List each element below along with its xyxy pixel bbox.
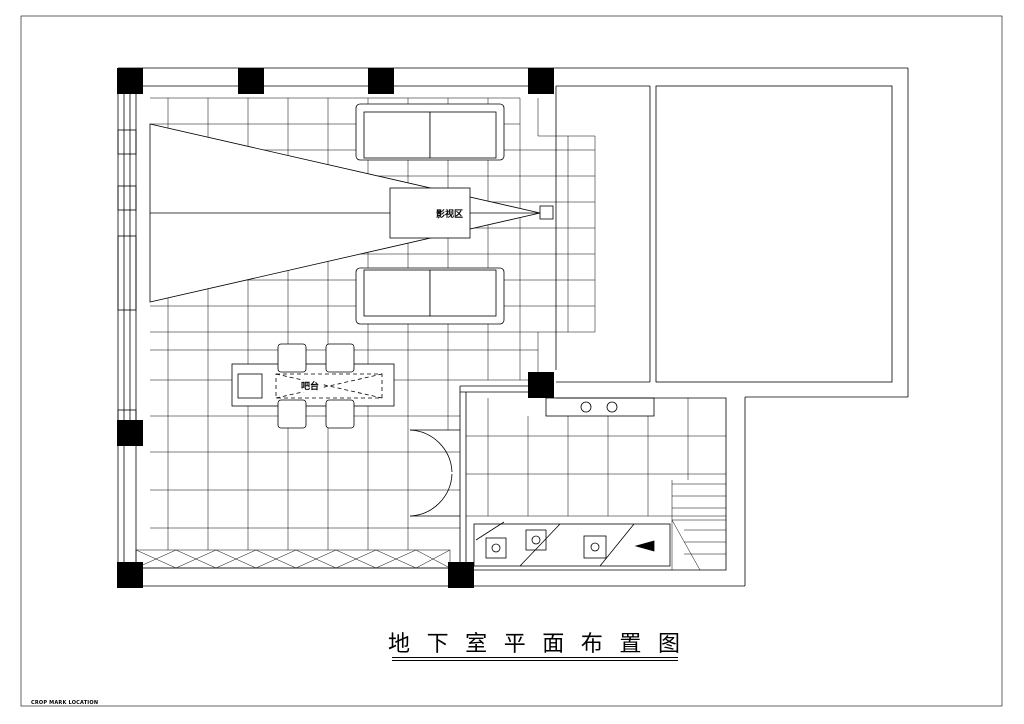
bar-stools bbox=[277, 343, 355, 429]
bar-counter bbox=[231, 363, 395, 407]
projector-icon bbox=[539, 205, 554, 220]
drawing-title-text: 地下室平面布置图 bbox=[388, 626, 680, 658]
sofa-bottom bbox=[355, 267, 505, 325]
title-character: 布 bbox=[580, 632, 603, 657]
crop-mark-label: CROP MARK LOCATION bbox=[31, 700, 99, 706]
double-door bbox=[409, 429, 460, 517]
title-character: 面 bbox=[542, 632, 565, 657]
title-character: 平 bbox=[503, 632, 526, 657]
title-underline-second bbox=[392, 660, 678, 661]
title-character: 地 bbox=[388, 632, 411, 657]
media-table bbox=[389, 187, 471, 239]
title-character: 图 bbox=[657, 632, 680, 657]
title-character: 下 bbox=[426, 632, 449, 657]
service-floor-tiles bbox=[466, 398, 726, 517]
south-planter bbox=[135, 549, 451, 569]
arrow-icon bbox=[634, 540, 655, 552]
staircase bbox=[671, 480, 726, 571]
title-character: 室 bbox=[465, 632, 488, 657]
sofa-top bbox=[355, 103, 505, 161]
sheet-border bbox=[20, 15, 1003, 707]
title-character: 置 bbox=[619, 632, 642, 657]
room-label-bar: 吧台 bbox=[301, 380, 319, 392]
title-underline bbox=[392, 657, 678, 658]
service-room bbox=[459, 385, 727, 571]
right-room bbox=[655, 85, 893, 383]
drawing-title: 地下室平面布置图 bbox=[388, 624, 680, 660]
structural-columns bbox=[117, 68, 554, 588]
utility-counter bbox=[473, 521, 671, 567]
west-windows bbox=[117, 129, 137, 423]
room-label-theater: 影视区 bbox=[436, 208, 463, 220]
